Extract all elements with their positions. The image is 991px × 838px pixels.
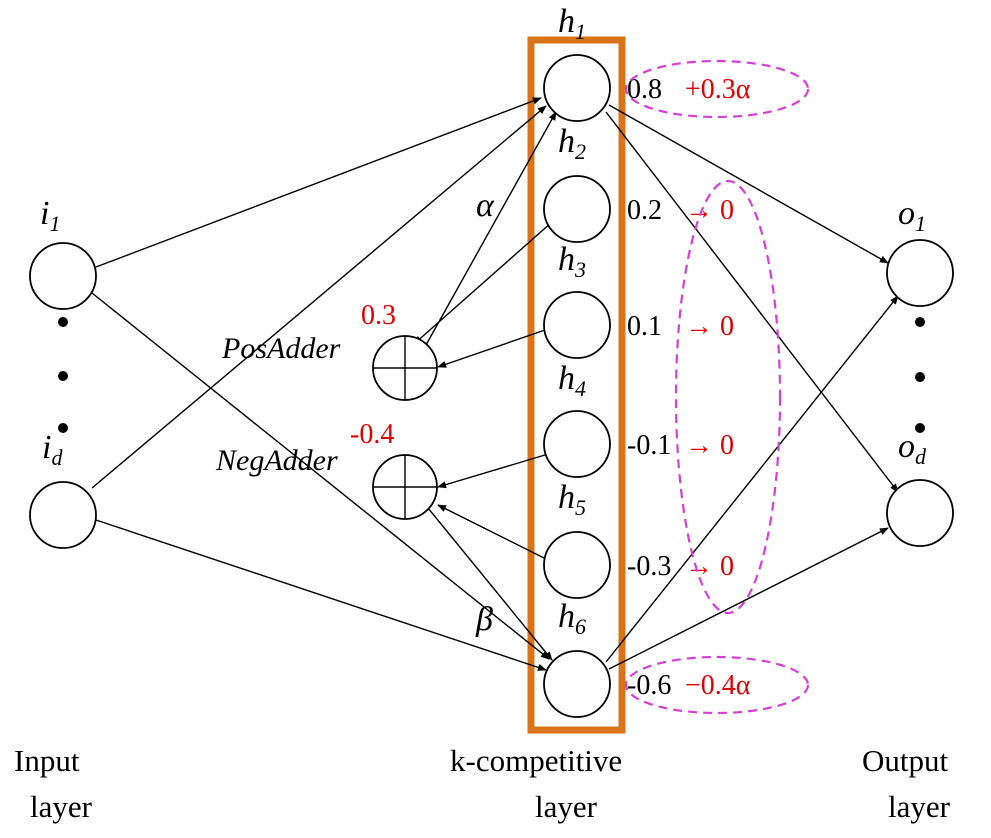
loser-ellipse-h2-h5 [674, 179, 782, 615]
label-id: id [42, 429, 63, 470]
edge-h1-od [605, 111, 899, 493]
hidden-value-h3: 0.1 [627, 311, 662, 342]
k-competitive-layer-box [527, 36, 626, 734]
hidden-node-h4 [543, 410, 611, 478]
neg-adder-label: NegAdder [215, 444, 338, 477]
input-node-i1 [29, 242, 97, 310]
edge-h2-posadder [413, 221, 553, 345]
beta-label: β [475, 601, 493, 638]
input-node-id [29, 481, 97, 549]
label-h5: h5 [558, 479, 586, 520]
output-ellipsis-dot [915, 423, 925, 433]
output-node-od [886, 479, 954, 547]
pos-adder-value: 0.3 [361, 300, 396, 331]
caption-output-line2: layer [888, 789, 951, 824]
winner-ellipse-h6 [624, 655, 810, 715]
caption-input-line2: layer [30, 789, 93, 824]
edge-h6-o1 [605, 295, 899, 663]
hidden-update-h4: → 0 [685, 430, 734, 461]
alpha-label: α [476, 187, 495, 224]
edge-i1-h1 [95, 97, 542, 268]
edge-h6-od [608, 527, 889, 670]
hidden-node-h5 [543, 531, 611, 599]
hidden-update-h3: → 0 [685, 311, 734, 342]
caption-input-line1: Input [14, 743, 80, 778]
hidden-value-h5: -0.3 [627, 551, 671, 582]
label-h1: h1 [558, 3, 586, 44]
label-h6: h6 [558, 598, 586, 639]
input-ellipsis-dot [58, 371, 68, 381]
output-ellipsis-dot [915, 372, 925, 382]
hidden-node-h6 [543, 650, 611, 718]
hidden-update-h2: → 0 [685, 195, 734, 226]
hidden-update-h6: −0.4α [685, 670, 751, 701]
input-ellipsis-dot [58, 317, 68, 327]
neg-adder-node [372, 454, 438, 520]
hidden-value-h4: -0.1 [627, 430, 671, 461]
edge-posadder-h1 [425, 111, 557, 346]
neg-adder-value: -0.4 [350, 419, 394, 450]
edge-h5-negadder [437, 504, 549, 561]
label-h2: h2 [558, 123, 586, 164]
hidden-node-h2 [543, 175, 611, 243]
winner-ellipse-h1 [624, 59, 810, 119]
edge-h3-posadder [437, 329, 546, 368]
pos-adder-label: PosAdder [221, 332, 341, 365]
hidden-node-h3 [543, 291, 611, 359]
output-node-o1 [886, 239, 954, 307]
hidden-value-h2: 0.2 [627, 195, 662, 226]
edge-id-h1 [91, 105, 547, 489]
edge-h1-o1 [608, 104, 889, 264]
label-od: od [898, 428, 927, 469]
label-h4: h4 [558, 360, 586, 401]
caption-hidden-line2: layer [535, 789, 598, 824]
edge-id-h6 [95, 519, 547, 671]
input-ellipsis-dot [58, 423, 68, 433]
pos-adder-node [372, 335, 438, 401]
edge-h4-negadder [437, 454, 546, 489]
output-ellipsis-dot [915, 317, 925, 327]
label-h3: h3 [558, 241, 586, 282]
edge-i1-h6 [91, 292, 550, 660]
hidden-update-h1: +0.3α [685, 74, 751, 105]
label-o1: o1 [898, 195, 926, 236]
caption-output-line1: Output [862, 743, 949, 778]
edge-negadder-h6 [427, 507, 553, 661]
label-i1: i1 [40, 195, 60, 236]
caption-hidden-line1: k-competitive [450, 743, 622, 778]
hidden-node-h1 [543, 54, 611, 122]
